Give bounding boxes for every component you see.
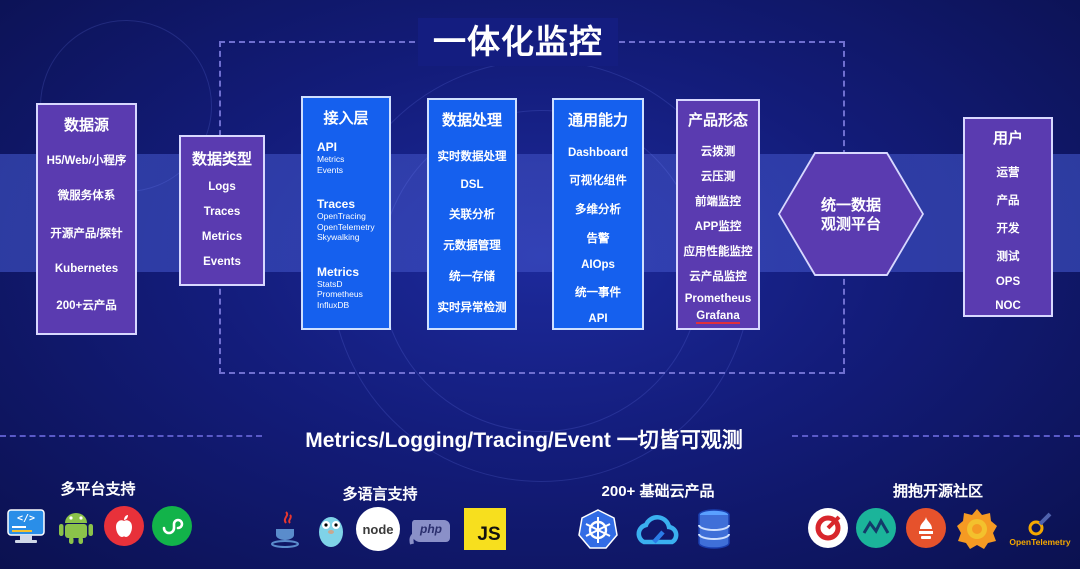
opentelemetry-icon-text: OpenTelemetry bbox=[1009, 537, 1071, 547]
users-title: 用户 bbox=[992, 130, 1023, 147]
datatype-item: Traces bbox=[203, 206, 241, 218]
java-icon bbox=[268, 508, 304, 550]
code-icon-text: </> bbox=[17, 513, 36, 524]
ingest-group-sub: Metrics bbox=[317, 154, 345, 164]
product-item: Prometheus bbox=[684, 293, 752, 305]
observability-tagline: Metrics/Logging/Tracing/Event 一切皆可观测 bbox=[305, 429, 743, 452]
section-title-cloudproducts: 200+ 基础云产品 bbox=[601, 483, 715, 500]
miniprogram-icon bbox=[152, 506, 192, 546]
capability-item: 可视化组件 bbox=[569, 175, 627, 187]
grafana-icon bbox=[956, 508, 998, 550]
prometheus-icon bbox=[906, 508, 946, 548]
capability-item: API bbox=[588, 313, 608, 325]
users-item: 运营 bbox=[996, 167, 1020, 179]
ingest-group-title: API bbox=[317, 140, 338, 154]
datasource-item: H5/Web/小程序 bbox=[46, 155, 127, 167]
ingest-group-sub: OpenTelemetry bbox=[317, 221, 375, 232]
processing-item: 实时异常检测 bbox=[437, 302, 507, 314]
section-title-multilang: 多语言支持 bbox=[342, 486, 418, 503]
datasource-title: 数据源 bbox=[63, 117, 109, 134]
processing-item: 元数据管理 bbox=[443, 240, 501, 252]
processing-item: DSL bbox=[460, 179, 484, 191]
capability-item: 统一事件 bbox=[575, 287, 621, 299]
section-title-multiplatform: 多平台支持 bbox=[60, 481, 136, 498]
opentelemetry-icon: OpenTelemetry bbox=[1002, 506, 1078, 552]
datatype-title: 数据类型 bbox=[191, 151, 252, 168]
divider-left bbox=[0, 435, 262, 437]
main-title: 一体化监控 bbox=[418, 18, 618, 66]
ingest-group-title: Metrics bbox=[317, 264, 360, 279]
product-item: 云拨测 bbox=[700, 146, 736, 158]
processing-item: 关联分析 bbox=[449, 209, 495, 221]
php-icon-text: php bbox=[420, 522, 442, 536]
ingest-group-sub: OpenTracing bbox=[317, 211, 366, 221]
product-box: 产品形态 云拨测 云压测 前端监控 APP监控 应用性能监控 云产品监控 Pro… bbox=[676, 99, 760, 330]
web-monitor-icon: </> bbox=[6, 506, 46, 546]
datatype-item: Events bbox=[203, 256, 241, 268]
ingest-group-sub: StatsD bbox=[317, 278, 343, 289]
platform-label: 统一数据 观测平台 bbox=[780, 196, 922, 234]
open-source-ring-icon bbox=[808, 508, 848, 548]
ingest-group-sub: Events bbox=[317, 164, 343, 175]
product-item: 云压测 bbox=[700, 171, 736, 183]
apple-icon bbox=[104, 506, 144, 546]
section-title-opensource: 拥抱开源社区 bbox=[892, 483, 983, 500]
platform-line1: 统一数据 bbox=[820, 197, 881, 214]
android-icon bbox=[56, 506, 96, 546]
ingest-title: 接入层 bbox=[323, 110, 369, 127]
ingest-group-traces: Traces OpenTracing OpenTelemetry Skywalk… bbox=[317, 197, 375, 243]
datatype-item: Metrics bbox=[201, 231, 243, 243]
processing-title: 数据处理 bbox=[441, 112, 502, 129]
datasource-item: 开源产品/探针 bbox=[50, 228, 123, 240]
database-icon bbox=[692, 506, 736, 552]
product-item: 云产品监控 bbox=[689, 271, 747, 283]
product-item: 前端监控 bbox=[695, 196, 741, 208]
users-item: 开发 bbox=[996, 223, 1020, 235]
users-item: 产品 bbox=[996, 195, 1020, 207]
users-item: 测试 bbox=[996, 251, 1020, 263]
datatype-item: Logs bbox=[208, 181, 236, 193]
platform-hexagon bbox=[780, 154, 922, 274]
capability-box: 通用能力 Dashboard 可视化组件 多维分析 告警 AIOps 统一事件 … bbox=[552, 98, 644, 330]
product-item: APP监控 bbox=[694, 221, 742, 233]
javascript-icon: JS bbox=[464, 508, 506, 550]
php-elephant-icon: php bbox=[408, 510, 454, 548]
capability-item: Dashboard bbox=[567, 147, 629, 159]
capability-item: AIOps bbox=[581, 259, 615, 271]
ingest-box: 接入层 API Metrics Events Traces OpenTracin… bbox=[301, 96, 391, 330]
go-gopher-icon bbox=[312, 508, 350, 550]
ingest-group-sub: Prometheus bbox=[317, 289, 363, 299]
datasource-item: 200+云产品 bbox=[56, 300, 117, 312]
javascript-icon-text: JS bbox=[477, 524, 501, 545]
tencent-cloud-icon bbox=[632, 514, 684, 546]
nodejs-icon-text: node bbox=[362, 521, 394, 537]
datasource-box: 数据源 H5/Web/小程序 微服务体系 开源产品/探针 Kubernetes … bbox=[36, 103, 137, 335]
users-item: NOC bbox=[995, 300, 1021, 312]
datatype-box: 数据类型 Logs Traces Metrics Events bbox=[179, 135, 265, 286]
ingest-group-sub: InfluxDB bbox=[317, 299, 350, 310]
users-item: OPS bbox=[995, 276, 1021, 288]
capability-item: 告警 bbox=[586, 233, 610, 245]
capability-item: 多维分析 bbox=[575, 204, 621, 216]
nodejs-icon: node bbox=[356, 507, 400, 551]
datasource-item: Kubernetes bbox=[54, 263, 119, 275]
ingest-group-title: Traces bbox=[317, 197, 356, 211]
processing-item: 实时数据处理 bbox=[437, 151, 507, 163]
ingest-group-api: API Metrics Events bbox=[317, 140, 344, 175]
platform-line2: 观测平台 bbox=[820, 216, 881, 233]
ingest-group-sub: Skywalking bbox=[317, 232, 360, 242]
processing-item: 统一存储 bbox=[449, 271, 495, 283]
capability-title: 通用能力 bbox=[567, 112, 628, 129]
product-item: 应用性能监控 bbox=[683, 246, 753, 258]
ingest-group-metrics: Metrics StatsD Prometheus InfluxDB bbox=[317, 265, 363, 311]
divider-right bbox=[792, 435, 1080, 437]
processing-box: 数据处理 实时数据处理 DSL 关联分析 元数据管理 统一存储 实时异常检测 bbox=[427, 98, 517, 330]
metrics-chart-icon bbox=[856, 508, 896, 548]
product-title: 产品形态 bbox=[687, 112, 748, 129]
datasource-item: 微服务体系 bbox=[57, 190, 116, 202]
product-item: Grafana bbox=[696, 310, 740, 324]
users-box: 用户 运营 产品 开发 测试 OPS NOC bbox=[963, 117, 1053, 317]
kubernetes-icon bbox=[576, 508, 620, 550]
